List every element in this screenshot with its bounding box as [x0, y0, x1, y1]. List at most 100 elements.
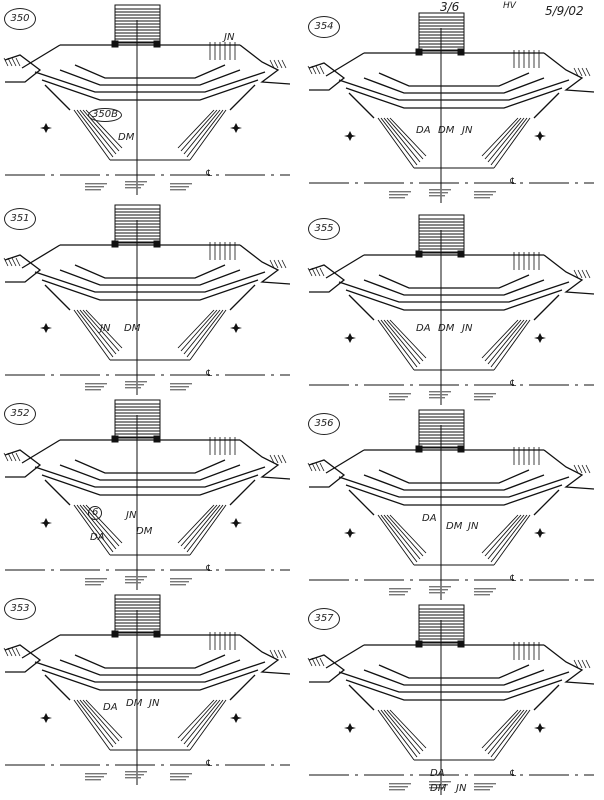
stage-outline: [308, 449, 595, 516]
marker-star-right: [534, 333, 546, 343]
seating-rows: [73, 504, 227, 556]
seating-rows: [73, 309, 227, 361]
upstage-stairs: [111, 204, 161, 248]
upstage-stairs: [111, 399, 161, 443]
actor-note: JN: [224, 32, 235, 43]
side-stairs: [3, 242, 287, 269]
actor-note: DM: [124, 323, 141, 334]
marker-star-right: [230, 518, 242, 528]
stage-plan: [3, 4, 291, 195]
actor-note: DA: [90, 532, 105, 543]
side-stairs: [3, 437, 287, 464]
actor-note: DA: [430, 768, 445, 779]
stage-outline: [4, 244, 291, 311]
stage-outline: [4, 634, 291, 701]
page-number-circle: 351: [4, 208, 36, 230]
side-stairs: [307, 50, 591, 77]
page-number-circle: 356: [308, 413, 340, 435]
seating-rows: [377, 709, 531, 761]
upstage-stairs: [111, 4, 161, 48]
side-stairs: [307, 642, 591, 669]
stage-plan: [307, 12, 595, 203]
marker-star-right: [230, 713, 242, 723]
upstage-stairs: [415, 409, 465, 453]
centerline-label: ℄: [205, 369, 214, 379]
actor-note: DM: [438, 323, 455, 334]
upstage-stairs: [415, 214, 465, 258]
page-number-circle: 354: [308, 16, 340, 38]
stage-outline: [308, 644, 595, 711]
actor-note: JN: [456, 783, 467, 794]
actor-note: DA: [103, 702, 118, 713]
marker-star-right: [534, 528, 546, 538]
actor-note: DM: [446, 521, 463, 532]
blocking-panel: 352 ℄ 6 JN DM DA: [0, 395, 300, 590]
title-block: [85, 576, 192, 586]
actor-note: DM: [118, 132, 135, 143]
centerline-label: ℄: [509, 177, 518, 187]
marker-star-left: [40, 123, 52, 133]
marker-star-right: [230, 323, 242, 333]
actor-note: JN: [100, 323, 111, 334]
centerline-label: ℄: [509, 379, 518, 389]
actor-note: DM: [438, 125, 455, 136]
stage-outline: [4, 439, 291, 506]
centerline-label: ℄: [205, 759, 214, 769]
blocking-panel: 355 ℄ DA DM JN: [304, 210, 604, 405]
actor-note: DM: [430, 783, 447, 794]
stage-outline: [308, 254, 595, 321]
actor-note: JN: [126, 510, 137, 521]
page-number-circle: 352: [4, 403, 36, 425]
side-stairs: [307, 252, 591, 279]
upstage-stairs: [415, 604, 465, 648]
stage-plan: [307, 604, 595, 795]
upstage-stairs: [415, 12, 465, 56]
marker-star-left: [344, 333, 356, 343]
stage-plan: [3, 594, 291, 785]
initials-label: HV: [503, 1, 516, 11]
title-block: [389, 586, 496, 596]
seating-rows: [73, 699, 227, 751]
title-block: [85, 771, 192, 781]
page-number-circle: 350: [4, 8, 36, 30]
actor-note: DM: [136, 526, 153, 537]
actor-note: DA: [422, 513, 437, 524]
actor-note: DA: [416, 323, 431, 334]
blocking-panel: 354 ℄ DA DM JN: [304, 8, 604, 203]
actor-note: 6: [88, 506, 103, 520]
marker-star-left: [344, 131, 356, 141]
title-block: [389, 189, 496, 199]
marker-star-left: [40, 518, 52, 528]
stage-outline: [4, 44, 291, 111]
actor-note: JN: [149, 698, 160, 709]
centerline-label: ℄: [205, 564, 214, 574]
marker-star-left: [40, 713, 52, 723]
upstage-stairs: [111, 594, 161, 638]
stage-plan: [307, 409, 595, 600]
actor-note: DM: [126, 698, 143, 709]
actor-note: DA: [416, 125, 431, 136]
page-number-circle: 357: [308, 608, 340, 630]
actor-note: JN: [468, 521, 479, 532]
scene-label: 3/6: [440, 0, 460, 14]
stage-plan: [3, 204, 291, 395]
page-number-circle: 355: [308, 218, 340, 240]
title-block: [389, 391, 496, 401]
actor-note: JN: [462, 125, 473, 136]
seating-rows: [377, 514, 531, 566]
marker-star-right: [534, 723, 546, 733]
marker-star-left: [344, 723, 356, 733]
date-label: 5/9/02: [545, 4, 584, 18]
actor-note: JN: [462, 323, 473, 334]
marker-star-left: [40, 323, 52, 333]
stage-plan: [307, 214, 595, 405]
stage-plan: [3, 399, 291, 590]
seating-rows: [377, 319, 531, 371]
marker-star-right: [534, 131, 546, 141]
centerline-label: ℄: [205, 169, 214, 179]
marker-star-left: [344, 528, 356, 538]
